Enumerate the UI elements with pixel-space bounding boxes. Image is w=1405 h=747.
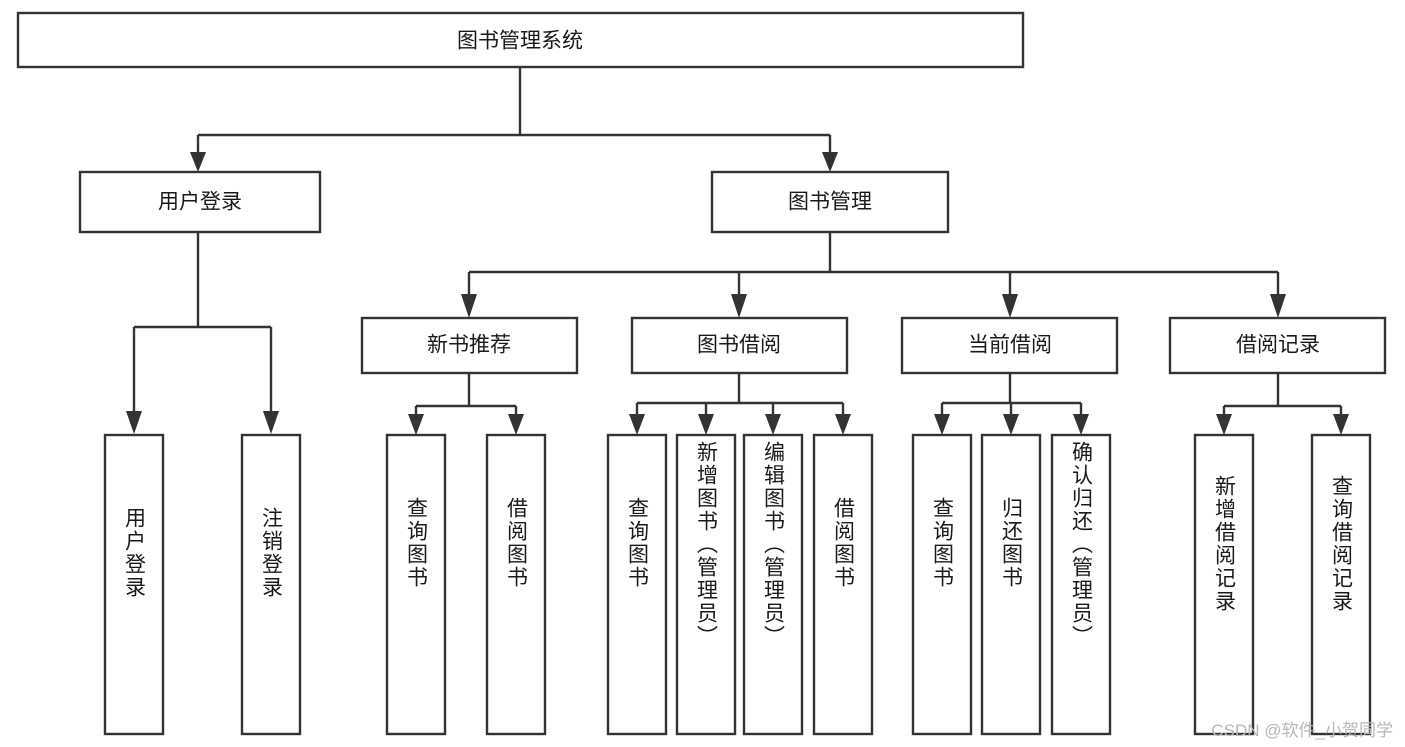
- arrow-head-newbook-leaf2: [508, 414, 524, 435]
- leaf-box-borrow-record-1[interactable]: [1310, 433, 1372, 736]
- arrow-head-bookborrow-leaf1: [629, 414, 645, 435]
- leaf-label-wrap-book-borrow-3: 借阅图书: [814, 435, 872, 734]
- leaf-label-wrap-borrow-record-1: 查询借阅记录: [1312, 435, 1370, 734]
- leaf-label-borrow-record-1: 查询借阅记录: [1329, 475, 1353, 613]
- arrow-head-currentborrow-leaf2: [1003, 414, 1019, 435]
- leaf-label-user-login-1: 注销登录: [259, 507, 283, 599]
- leaf-label-wrap-current-borrow-0: 查询图书: [913, 435, 971, 734]
- leaf-label-current-borrow-2: 确认归还（管理员）: [1069, 441, 1093, 648]
- leaf-box-book-borrow-3[interactable]: [812, 433, 874, 736]
- arrow-head-newbook-leaf1: [408, 414, 424, 435]
- leaf-box-borrow-record-0[interactable]: [1193, 433, 1255, 736]
- arrow-head-borrowrecord-leaf1: [1216, 414, 1232, 435]
- leaf-label-wrap-current-borrow-1: 归还图书: [982, 435, 1040, 734]
- leaf-box-book-borrow-2[interactable]: [742, 433, 804, 736]
- arrow-head-leaf-user-login: [126, 411, 142, 434]
- arrow-head-book-borrow: [731, 294, 747, 318]
- node-box-current-borrow[interactable]: [900, 316, 1119, 375]
- leaf-label-book-borrow-2: 编辑图书（管理员）: [761, 441, 785, 648]
- node-box-root[interactable]: [16, 11, 1025, 69]
- leaf-label-new-book-1: 借阅图书: [504, 497, 528, 589]
- arrow-head-bookborrow-leaf2: [698, 414, 714, 435]
- leaf-label-wrap-user-login-1: 注销登录: [242, 435, 300, 734]
- leaf-label-user-login-0: 用户登录: [122, 507, 146, 599]
- label-user-login: 用户登录: [158, 191, 242, 214]
- arrow-head-new-book: [461, 294, 477, 318]
- arrow-head-current-borrow: [1002, 294, 1018, 318]
- node-label-layer: 图书管理系统 用户登录 图书管理 新书推荐 图书借阅 当前借阅 借阅记录: [158, 30, 1320, 357]
- leaf-box-user-login-0[interactable]: [103, 433, 165, 736]
- leaf-box-new-book-1[interactable]: [485, 433, 547, 736]
- arrow-head-bookborrow-leaf3: [765, 414, 781, 435]
- node-box-book-borrow[interactable]: [630, 316, 849, 375]
- leaf-box-current-borrow-0[interactable]: [911, 433, 973, 736]
- leaf-label-new-book-0: 查询图书: [404, 497, 428, 589]
- connector-layer: [126, 67, 1349, 435]
- leaf-box-current-borrow-1[interactable]: [980, 433, 1042, 736]
- label-book-borrow: 图书借阅: [697, 334, 781, 357]
- leaf-label-wrap-book-borrow-0: 查询图书: [608, 435, 666, 734]
- leaf-box-current-borrow-2[interactable]: [1050, 433, 1112, 736]
- leaf-box-book-borrow-1[interactable]: [675, 433, 737, 736]
- label-current-borrow: 当前借阅: [968, 334, 1052, 357]
- leaf-label-wrap-book-borrow-2: 编辑图书（管理员）: [744, 435, 802, 734]
- leaf-box-new-book-0[interactable]: [385, 433, 447, 736]
- leaf-label-book-borrow-1: 新增图书（管理员）: [694, 441, 718, 648]
- leaf-box-book-borrow-0[interactable]: [606, 433, 668, 736]
- leaf-label-wrap-current-borrow-2: 确认归还（管理员）: [1052, 435, 1110, 734]
- arrow-head-bookmgmt: [822, 152, 838, 172]
- label-borrow-record: 借阅记录: [1236, 334, 1320, 357]
- arrow-head-currentborrow-leaf1: [934, 414, 950, 435]
- node-box-layer: [16, 11, 1387, 736]
- leaf-label-current-borrow-0: 查询图书: [930, 497, 954, 589]
- csdn-watermark: CSDN @软件_小贺同学: [1211, 721, 1393, 740]
- label-root: 图书管理系统: [457, 30, 583, 53]
- arrow-head-leaf-user-logout: [263, 411, 279, 434]
- node-box-book-management[interactable]: [710, 170, 950, 234]
- label-new-book-recommend: 新书推荐: [427, 334, 511, 357]
- leaf-label-wrap-borrow-record-0: 新增借阅记录: [1195, 435, 1253, 734]
- arrow-head-currentborrow-leaf3: [1073, 414, 1089, 435]
- node-box-user-login[interactable]: [78, 170, 322, 234]
- leaf-label-wrap-new-book-1: 借阅图书: [487, 435, 545, 734]
- arrow-head-borrow-record: [1270, 294, 1286, 318]
- leaf-label-wrap-new-book-0: 查询图书: [387, 435, 445, 734]
- leaf-label-current-borrow-1: 归还图书: [999, 497, 1023, 589]
- leaf-label-book-borrow-0: 查询图书: [625, 497, 649, 589]
- label-book-management: 图书管理: [788, 191, 872, 214]
- node-box-borrow-record[interactable]: [1168, 316, 1387, 375]
- leaf-label-wrap-book-borrow-1: 新增图书（管理员）: [677, 435, 735, 734]
- leaf-box-user-login-1[interactable]: [240, 433, 302, 736]
- leaf-label-wrap-user-login-0: 用户登录: [105, 435, 163, 734]
- arrow-head-userlogin: [190, 152, 206, 172]
- arrow-head-bookborrow-leaf4: [835, 414, 851, 435]
- leaf-label-borrow-record-0: 新增借阅记录: [1212, 475, 1236, 613]
- leaf-label-book-borrow-3: 借阅图书: [831, 497, 855, 589]
- node-box-new-book-recommend[interactable]: [360, 316, 579, 375]
- arrow-head-borrowrecord-leaf2: [1333, 414, 1349, 435]
